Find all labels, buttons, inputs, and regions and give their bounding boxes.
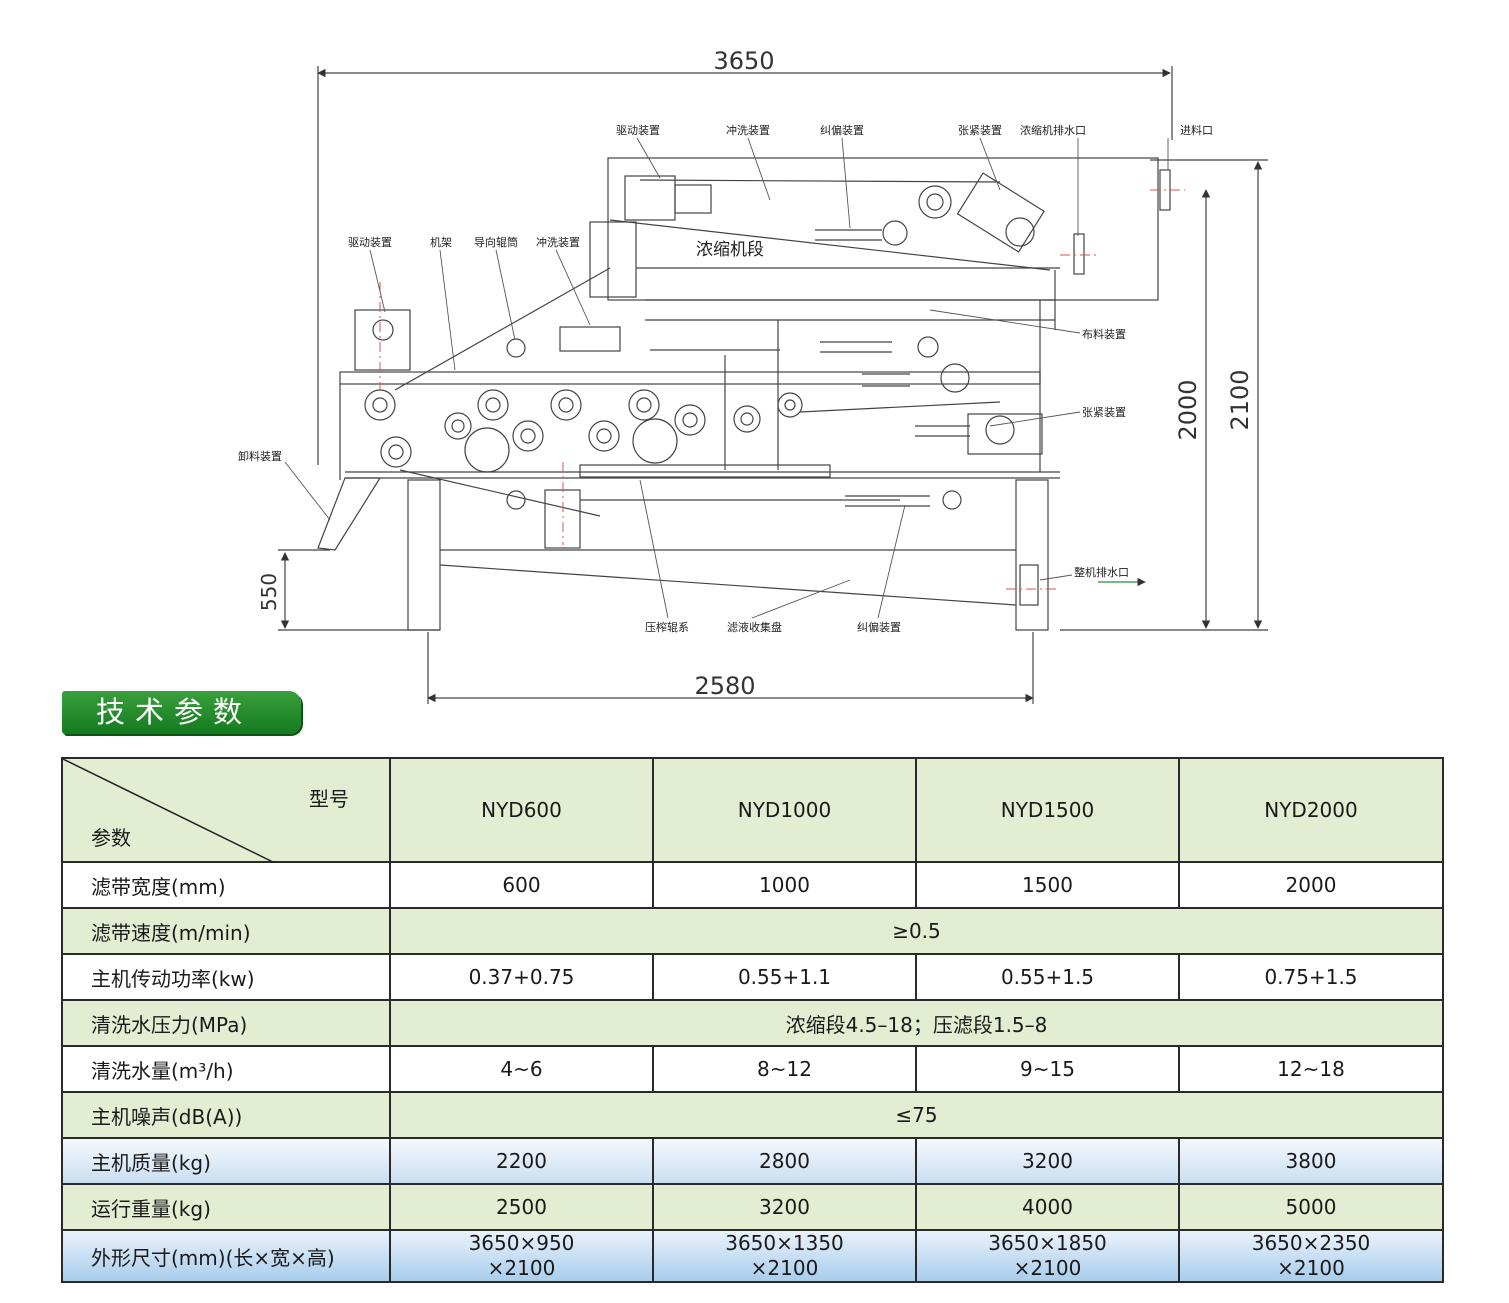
cell-value: 9~15 [915,1045,1180,1093]
row-label: 滤带宽度(mm) [61,861,391,909]
table-row: 外形尺寸(mm)(长×宽×高) 3650×950×2100 3650×1350×… [61,1229,1444,1283]
cell-value-merged: 浓缩段4.5–18；压滤段1.5–8 [389,999,1444,1047]
cell-line1: 3650×950 [468,1231,575,1255]
cell-value: 1000 [652,861,917,909]
dim-discharge-height: 550 [257,573,281,611]
cell-value: 2000 [1178,861,1444,909]
dim-height-inner: 2000 [1174,379,1202,440]
cell-value: 0.55+1.5 [915,953,1180,1001]
machine-drawing: 3650 2580 2000 2100 550 驱动装置 冲洗装置 纠偏装置 张… [238,47,1268,704]
cell-value: 600 [389,861,654,909]
label-wash-left: 冲洗装置 [536,235,580,249]
label-discharge: 卸料装置 [238,449,282,463]
label-frame: 机架 [430,235,452,249]
model-header: NYD1500 [915,757,1180,863]
corner-cell: 型号 参数 [61,757,391,863]
cell-value: 3800 [1178,1137,1444,1185]
cell-line1: 3650×2350 [1251,1231,1371,1255]
cell-value: 8~12 [652,1045,917,1093]
row-label: 主机质量(kg) [61,1137,391,1185]
cell-value: 12~18 [1178,1045,1444,1093]
cell-line2: ×2100 [750,1256,819,1280]
label-tension-right: 张紧装置 [1082,406,1126,419]
cell-value: 3650×1350×2100 [652,1229,917,1283]
cell-value: 3650×1850×2100 [915,1229,1180,1283]
cell-value: 2200 [389,1137,654,1185]
table-row: 运行重量(kg) 2500 3200 4000 5000 [61,1183,1444,1231]
table-row: 主机传动功率(kw) 0.37+0.75 0.55+1.1 0.55+1.5 0… [61,953,1444,1001]
label-correct-bottom: 纠偏装置 [857,620,901,634]
cell-line1: 3650×1850 [988,1231,1107,1255]
cell-value: 2500 [389,1183,654,1231]
table-row: 滤带宽度(mm) 600 1000 1500 2000 [61,861,1444,909]
row-label: 运行重量(kg) [61,1183,391,1231]
label-thickening-section: 浓缩机段 [696,240,764,260]
cell-line2: ×2100 [1013,1256,1082,1280]
section-title-banner: 技术参数 [62,691,301,734]
row-label: 主机传动功率(kw) [61,953,391,1001]
label-feed-inlet: 进料口 [1180,123,1213,137]
row-label: 清洗水压力(MPa) [61,999,391,1047]
cell-value: 1500 [915,861,1180,909]
cell-line2: ×2100 [487,1256,556,1280]
table-row: 清洗水压力(MPa) 浓缩段4.5–18；压滤段1.5–8 [61,999,1444,1047]
model-header: NYD1000 [652,757,917,863]
cell-value: 3200 [915,1137,1180,1185]
row-label: 主机噪声(dB(A)) [61,1091,391,1139]
cell-line1: 3650×1350 [725,1231,844,1255]
model-header: NYD2000 [1178,757,1444,863]
cell-value-merged: ≤75 [389,1091,1444,1139]
label-drive-left: 驱动装置 [348,236,392,249]
corner-model-label: 型号 [309,787,349,811]
corner-diagonal [63,759,276,863]
cell-value: 0.55+1.1 [652,953,917,1001]
table-row: 主机质量(kg) 2200 2800 3200 3800 [61,1137,1444,1185]
cell-line2: ×2100 [1277,1256,1345,1280]
label-filtrate-tray: 滤液收集盘 [727,620,782,634]
table-row: 清洗水量(m³/h) 4~6 8~12 9~15 12~18 [61,1045,1444,1093]
label-thickener-drain: 浓缩机排水口 [1020,123,1086,137]
cell-value-merged: ≥0.5 [389,907,1444,955]
table-row: 主机噪声(dB(A)) ≤75 [61,1091,1444,1139]
cell-value: 4000 [915,1183,1180,1231]
label-guide-roller: 导向辊筒 [474,235,518,249]
spec-table: 型号 参数 NYD600 NYD1000 NYD1500 NYD2000 滤带宽… [61,757,1444,1283]
cell-value: 3650×950×2100 [389,1229,654,1283]
label-correct-top: 纠偏装置 [820,123,864,137]
dim-base-length: 2580 [694,672,755,700]
label-distributor: 布料装置 [1082,327,1126,341]
corner-param-label: 参数 [91,826,131,850]
cell-value: 0.37+0.75 [389,953,654,1001]
label-machine-drain: 整机排水口 [1074,565,1129,579]
row-label: 滤带速度(m/min) [61,907,391,955]
cell-value: 5000 [1178,1183,1444,1231]
cell-value: 4~6 [389,1045,654,1093]
label-press-roller: 压榨辊系 [645,620,689,634]
model-header: NYD600 [389,757,654,863]
cell-value: 3200 [652,1183,917,1231]
cell-value: 0.75+1.5 [1178,953,1444,1001]
header-row: 型号 参数 NYD600 NYD1000 NYD1500 NYD2000 [61,757,1444,863]
dim-height-outer: 2100 [1226,369,1254,430]
cell-value: 3650×2350×2100 [1178,1229,1444,1283]
label-wash-top: 冲洗装置 [726,123,770,137]
dim-overall-length: 3650 [713,47,774,75]
label-tension-top: 张紧装置 [958,124,1002,137]
row-label: 清洗水量(m³/h) [61,1045,391,1093]
row-label: 外形尺寸(mm)(长×宽×高) [61,1229,391,1283]
label-drive-top: 驱动装置 [616,124,660,137]
cell-value: 2800 [652,1137,917,1185]
table-row: 滤带速度(m/min) ≥0.5 [61,907,1444,955]
